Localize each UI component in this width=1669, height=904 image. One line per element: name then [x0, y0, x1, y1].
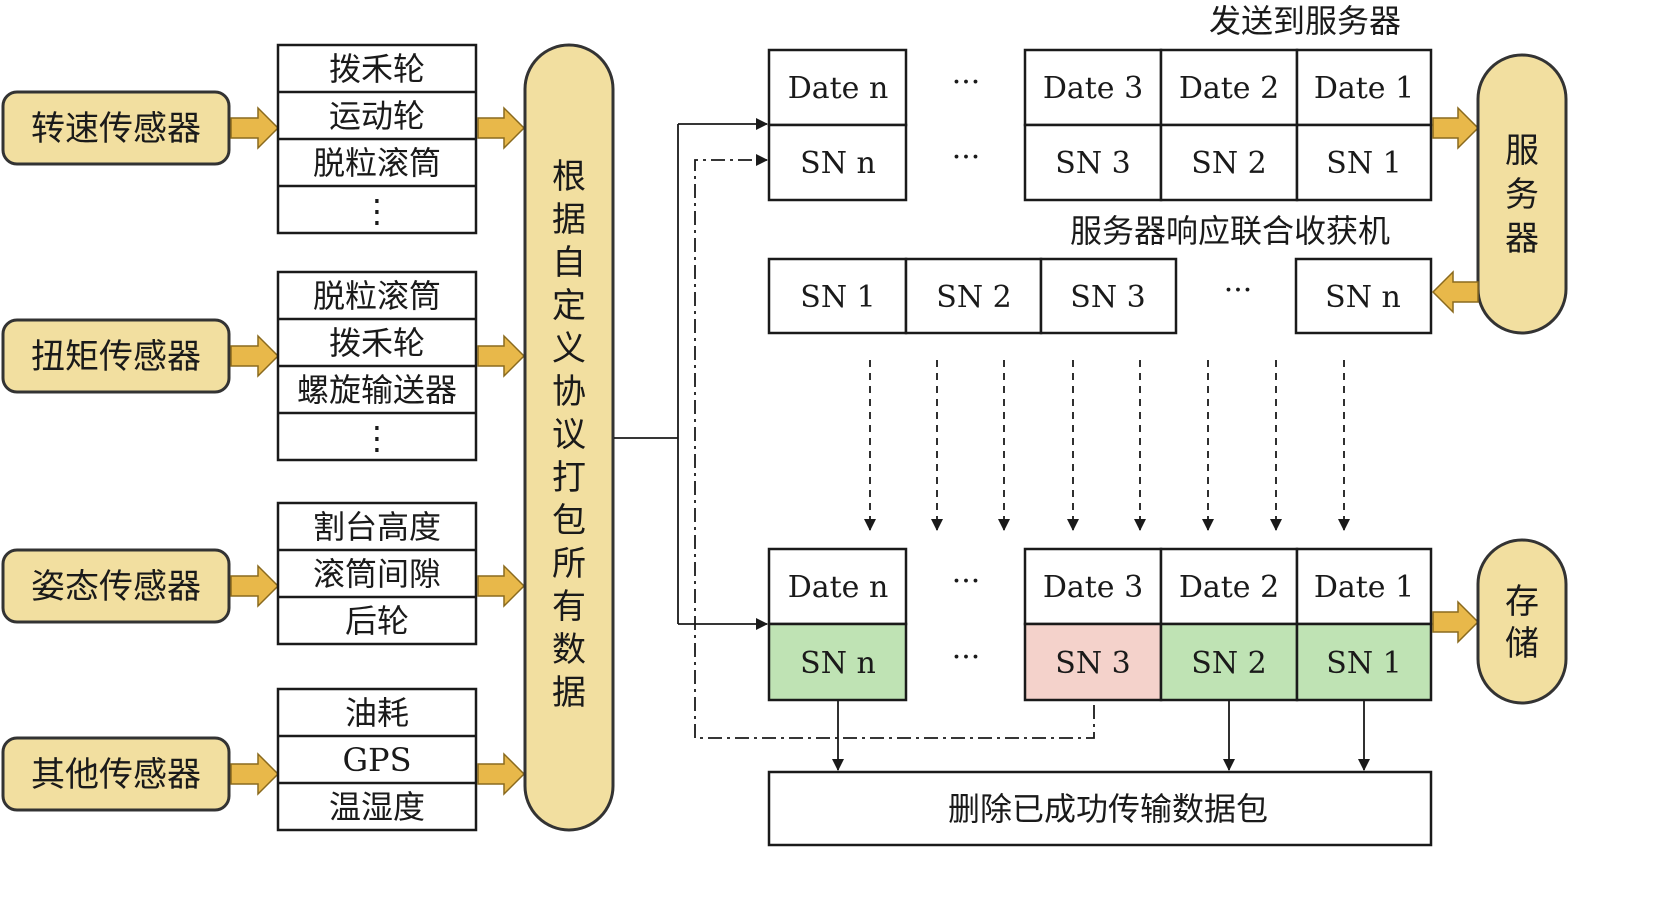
- delete-arrows: [832, 701, 1370, 771]
- resp-sn-2: SN 2: [936, 280, 1011, 315]
- top-row-cells: [767, 48, 1433, 202]
- top-sn-n: SN n: [800, 146, 876, 181]
- sensor-list-text: 拨禾轮 运动轮 脱粒滚筒 ⋮ 脱粒滚筒 拨禾轮 螺旋输送器 ⋮ 割台高度 滚筒间…: [297, 50, 457, 826]
- store-text: 存储: [1505, 582, 1539, 664]
- arrow-list-4: [477, 752, 526, 796]
- sensor-attitude-label: 姿态传感器: [31, 567, 201, 607]
- response-row-cells: [767, 257, 1433, 335]
- ellipsis: ···: [952, 65, 981, 100]
- list-item: 滚筒间隙: [313, 555, 441, 593]
- delete-box: [767, 770, 1433, 847]
- dashed-arrows: [864, 360, 1350, 531]
- top-sn-1: SN 1: [1326, 146, 1401, 181]
- list-item: 运动轮: [329, 97, 425, 135]
- list-arrows: [477, 106, 526, 796]
- bottom-sn-n: SN n: [800, 646, 876, 681]
- top-sn-3: SN 3: [1055, 146, 1130, 181]
- store-pill: [1476, 538, 1568, 705]
- ellipsis: ···: [1224, 273, 1253, 308]
- arrow-attitude: [230, 564, 280, 608]
- ellipsis: ···: [952, 564, 981, 599]
- top-date-1: Date 1: [1314, 71, 1414, 106]
- server-text: 服务器: [1505, 131, 1539, 259]
- list-item: 螺旋输送器: [297, 371, 457, 409]
- response-row-text: SN 1 SN 2 SN 3 ··· SN n: [800, 273, 1401, 315]
- sensor-attitude: 姿态传感器: [1, 548, 231, 624]
- sensor-torque-label: 扭矩传感器: [31, 337, 201, 377]
- response-label: 服务器响应联合收获机: [1070, 212, 1390, 250]
- list-item: 油耗: [345, 694, 409, 732]
- bottom-row-text: Date n SN n ··· ··· Date 3 Date 2 Date 1…: [788, 564, 1414, 681]
- arrow-to-store: [1432, 600, 1480, 644]
- list-item: 拨禾轮: [329, 324, 425, 362]
- sensor-torque: 扭矩传感器: [1, 318, 231, 394]
- bottom-date-2: Date 2: [1179, 570, 1279, 605]
- arrow-list-3: [477, 564, 526, 608]
- list-item: GPS: [342, 741, 411, 779]
- sensor-arrows: [230, 106, 280, 796]
- top-date-n: Date n: [788, 71, 889, 106]
- ellipsis: ···: [952, 140, 981, 175]
- list-item: 拨禾轮: [329, 50, 425, 88]
- pack-pill: [523, 43, 615, 832]
- arrow-list-1: [477, 106, 526, 150]
- list-item: 脱粒滚筒: [313, 144, 441, 182]
- bottom-sn-1: SN 1: [1326, 646, 1401, 681]
- arrow-other: [230, 752, 280, 796]
- resp-sn-n: SN n: [1325, 280, 1401, 315]
- top-row-text: Date n SN n ··· ··· Date 3 Date 2 Date 1…: [788, 65, 1414, 181]
- list-item: 割台高度: [313, 508, 441, 546]
- top-date-3: Date 3: [1043, 71, 1143, 106]
- list-item: ⋮: [361, 192, 393, 230]
- list-item: 后轮: [345, 602, 409, 640]
- arrow-list-2: [477, 334, 526, 378]
- resp-sn-1: SN 1: [800, 280, 875, 315]
- sensor-other: 其他传感器: [1, 736, 231, 812]
- sensor-lists: [276, 43, 478, 832]
- connectors: [614, 118, 1095, 739]
- send-label: 发送到服务器: [1209, 2, 1401, 40]
- sensor-speed-label: 转速传感器: [31, 109, 201, 149]
- delete-label: 删除已成功传输数据包: [948, 790, 1268, 828]
- sensor-other-label: 其他传感器: [31, 755, 201, 795]
- bottom-date-3: Date 3: [1043, 570, 1143, 605]
- ellipsis: ···: [952, 640, 981, 675]
- resp-sn-3: SN 3: [1070, 280, 1145, 315]
- arrow-to-server: [1432, 106, 1480, 150]
- list-item: ⋮: [361, 419, 393, 457]
- bottom-row-cells: [767, 547, 1433, 702]
- pack-label: 根据自定义协议打包所有数据: [552, 157, 586, 713]
- pack-text: 根据自定义协议打包所有数据: [552, 157, 586, 713]
- top-sn-2: SN 2: [1191, 146, 1266, 181]
- bottom-date-n: Date n: [788, 570, 889, 605]
- list-item: 温湿度: [329, 788, 425, 826]
- arrow-torque: [230, 334, 280, 378]
- store-label: 存储: [1505, 582, 1539, 664]
- sensor-speed: 转速传感器: [1, 90, 231, 166]
- bottom-sn-2: SN 2: [1191, 646, 1266, 681]
- bottom-sn-3: SN 3: [1055, 646, 1130, 681]
- list-item: 脱粒滚筒: [313, 277, 441, 315]
- top-date-2: Date 2: [1179, 71, 1279, 106]
- arrow-speed: [230, 106, 280, 150]
- bottom-date-1: Date 1: [1314, 570, 1414, 605]
- arrow-from-server: [1431, 270, 1479, 314]
- server-label: 服务器: [1505, 131, 1539, 259]
- server-pill: [1476, 53, 1568, 335]
